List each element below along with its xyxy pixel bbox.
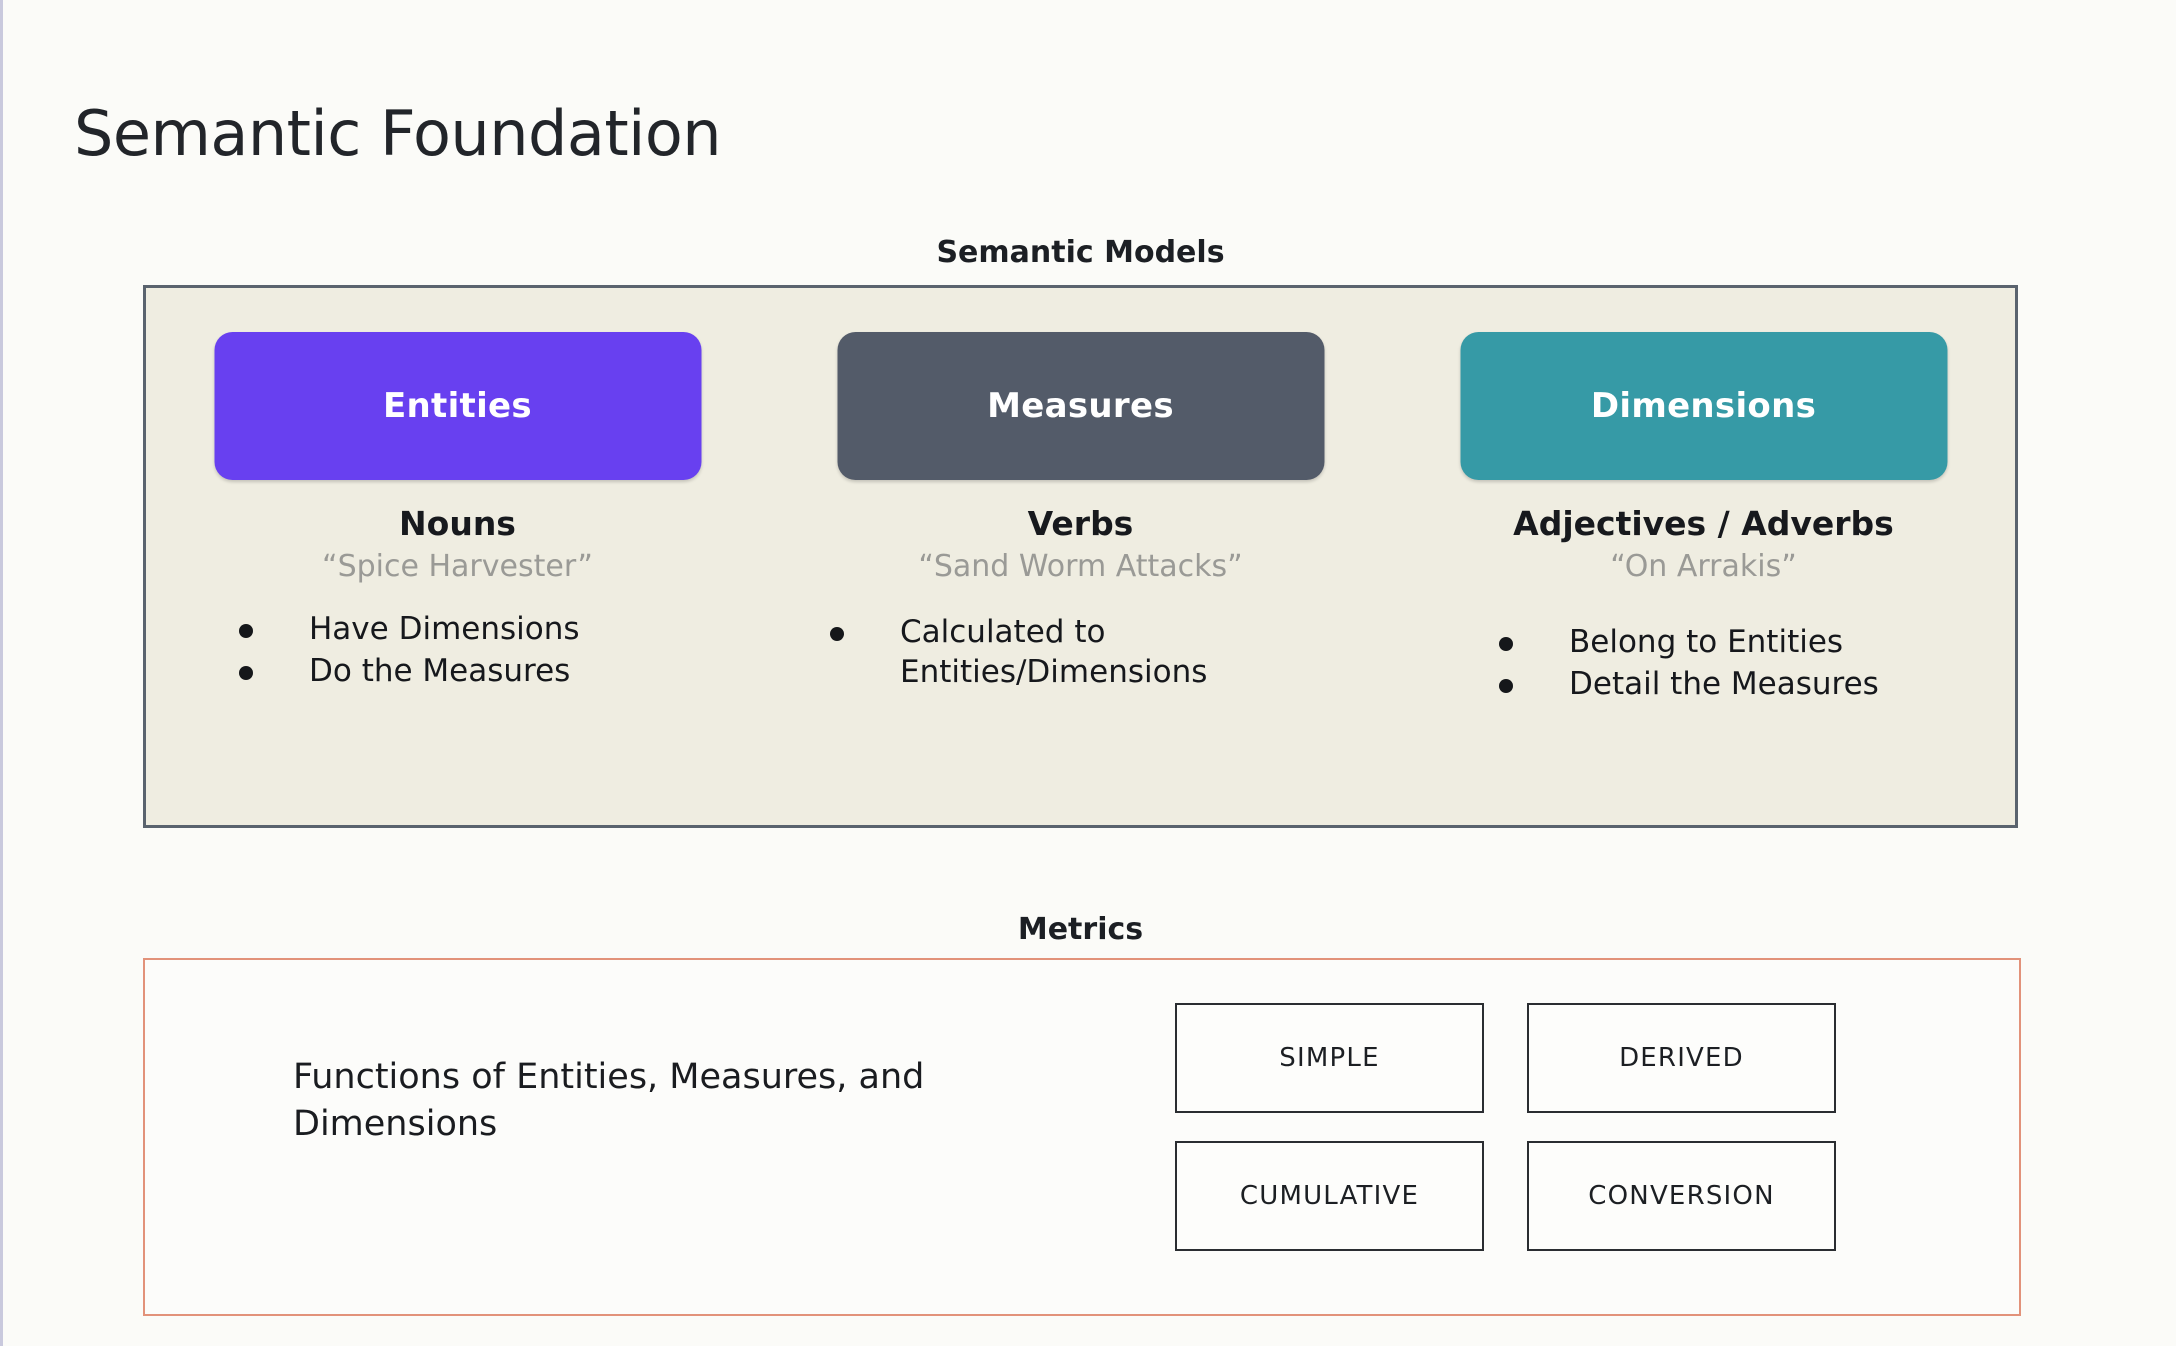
bullet-dot-icon: [1499, 678, 1513, 693]
measures-bullet-1: Calculated to Entities/Dimensions: [900, 614, 1208, 690]
entities-card-label: Entities: [383, 386, 532, 426]
list-item: Do the Measures: [239, 652, 862, 692]
list-item: Detail the Measures: [1499, 665, 2122, 705]
semantic-column-measures: Measures Verbs “Sand Worm Attacks” Calcu…: [769, 288, 1392, 825]
metrics-description: Functions of Entities, Measures, and Dim…: [293, 1057, 925, 1144]
metric-type-derived-label: DERIVED: [1619, 1043, 1744, 1073]
dimensions-bullet-list: Belong to Entities Detail the Measures: [1392, 610, 2122, 706]
list-item: Calculated to Entities/Dimensions: [830, 613, 1453, 692]
semantic-column-dimensions: Dimensions Adjectives / Adverbs “On Arra…: [1392, 288, 2015, 825]
dimensions-example: “On Arrakis”: [1610, 549, 1797, 584]
semantic-models-panel: Entities Nouns “Spice Harvester” Have Di…: [143, 285, 2018, 828]
dimensions-part-of-speech: Adjectives / Adverbs: [1513, 504, 1894, 543]
entities-example: “Spice Harvester”: [322, 549, 593, 584]
bullet-dot-icon: [239, 624, 253, 638]
measures-bullet-list: Calculated to Entities/Dimensions: [769, 610, 1453, 694]
semantic-models-caption: Semantic Models: [936, 235, 1225, 270]
metric-type-derived[interactable]: DERIVED: [1527, 1003, 1836, 1113]
list-item: Have Dimensions: [239, 610, 862, 650]
dimensions-bullet-1: Belong to Entities: [1569, 624, 1844, 660]
measures-card-label: Measures: [987, 386, 1174, 426]
entities-card[interactable]: Entities: [214, 332, 701, 480]
left-edge-rule: [0, 0, 3, 1346]
metric-type-conversion[interactable]: CONVERSION: [1527, 1141, 1836, 1251]
measures-part-of-speech: Verbs: [1027, 504, 1134, 543]
metrics-caption: Metrics: [1017, 912, 1144, 947]
metric-type-simple-label: SIMPLE: [1279, 1043, 1380, 1073]
bullet-dot-icon: [1499, 637, 1513, 651]
dimensions-bullet-2: Detail the Measures: [1569, 665, 1879, 702]
bullet-dot-icon: [830, 627, 844, 641]
entities-bullet-1: Have Dimensions: [309, 611, 580, 647]
metric-type-cumulative[interactable]: CUMULATIVE: [1175, 1141, 1484, 1251]
list-item: Belong to Entities: [1499, 623, 2122, 663]
entities-part-of-speech: Nouns: [399, 504, 516, 543]
semantic-column-entities: Entities Nouns “Spice Harvester” Have Di…: [146, 288, 769, 825]
metric-type-conversion-label: CONVERSION: [1588, 1181, 1775, 1211]
metrics-type-grid: SIMPLE DERIVED CUMULATIVE CONVERSION: [1175, 1003, 1836, 1251]
metric-type-cumulative-label: CUMULATIVE: [1239, 1181, 1420, 1211]
dimensions-card[interactable]: Dimensions: [1460, 332, 1947, 480]
measures-card[interactable]: Measures: [837, 332, 1324, 480]
entities-bullet-list: Have Dimensions Do the Measures: [146, 610, 862, 693]
measures-example: “Sand Worm Attacks”: [918, 549, 1243, 584]
dimensions-card-label: Dimensions: [1590, 386, 1817, 426]
entities-bullet-2: Do the Measures: [309, 652, 571, 689]
metrics-panel: Functions of Entities, Measures, and Dim…: [143, 958, 2021, 1316]
page-title: Semantic Foundation: [74, 96, 722, 170]
metric-type-simple[interactable]: SIMPLE: [1175, 1003, 1484, 1113]
semantic-models-columns: Entities Nouns “Spice Harvester” Have Di…: [146, 288, 2015, 825]
bullet-dot-icon: [239, 665, 253, 680]
